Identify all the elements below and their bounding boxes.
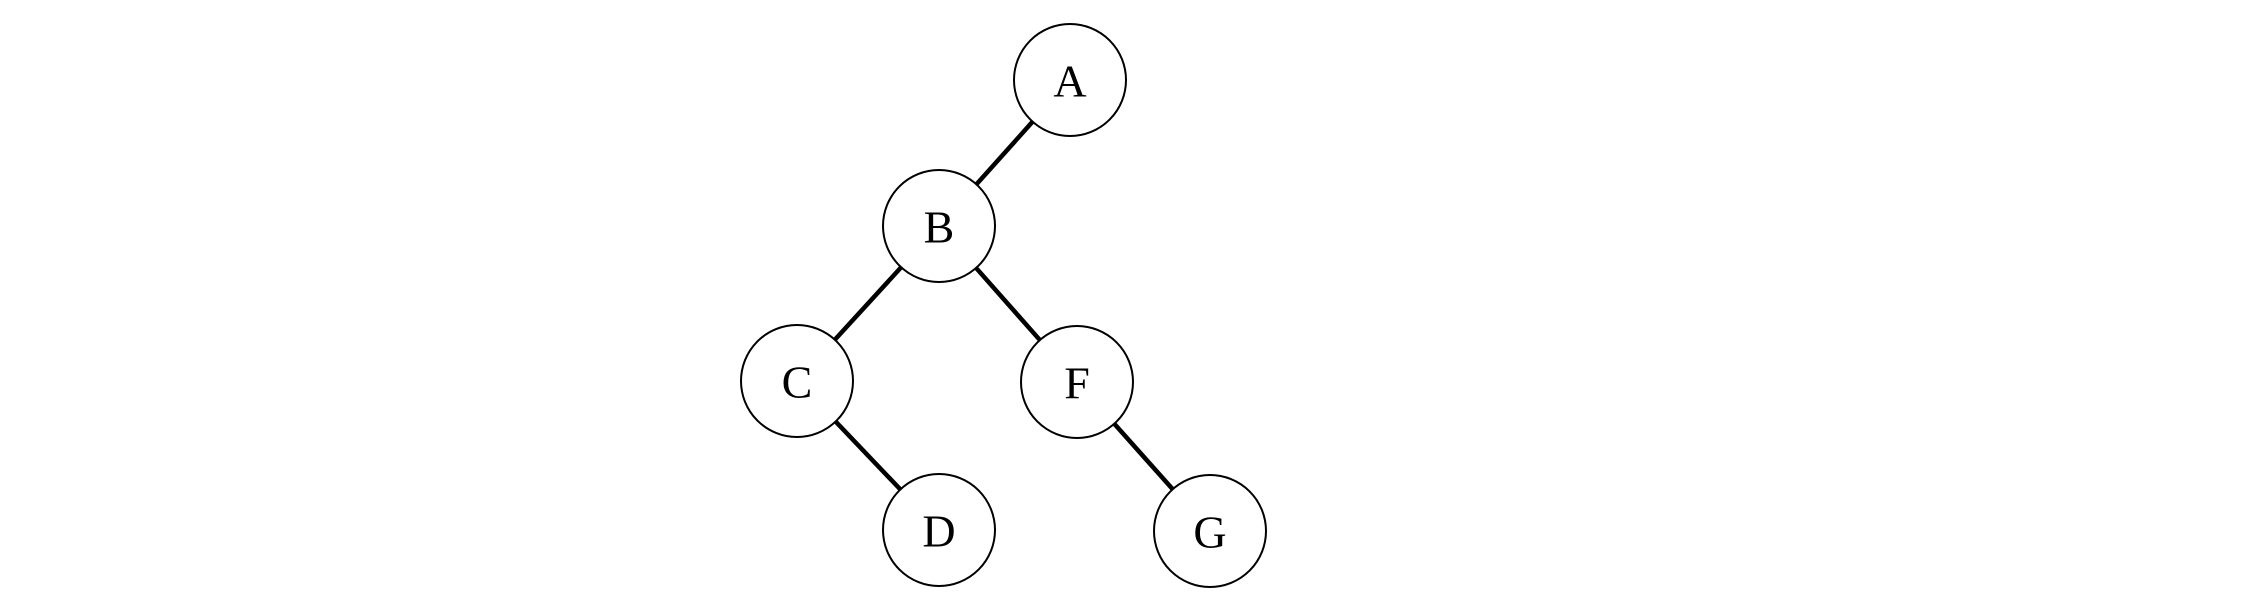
node-label-f: F — [1064, 358, 1090, 409]
graph-node-c[interactable]: C — [740, 324, 854, 438]
node-circle-g[interactable] — [1153, 474, 1267, 588]
graph-edge-f-g — [1112, 422, 1175, 491]
node-label-d: D — [922, 506, 955, 557]
node-label-c: C — [782, 357, 813, 408]
graph-edge-a-b — [974, 120, 1035, 186]
node-label-g: G — [1193, 507, 1226, 558]
graph-node-f[interactable]: F — [1020, 325, 1134, 439]
graph-edge-c-d — [834, 419, 902, 492]
node-circle-d[interactable] — [882, 473, 996, 587]
node-circle-c[interactable] — [740, 324, 854, 438]
graph-edge-b-f — [974, 266, 1042, 342]
node-circle-a[interactable] — [1013, 23, 1127, 137]
graph-node-a[interactable]: A — [1013, 23, 1127, 137]
node-circle-b[interactable] — [882, 169, 996, 283]
graph-node-g[interactable]: G — [1153, 474, 1267, 588]
node-circle-f[interactable] — [1020, 325, 1134, 439]
node-label-a: A — [1053, 56, 1086, 107]
graph-edge-b-c — [833, 265, 903, 342]
graph-node-b[interactable]: B — [882, 169, 996, 283]
graph-node-d[interactable]: D — [882, 473, 996, 587]
node-label-b: B — [924, 202, 955, 253]
edge-layer — [833, 120, 1175, 492]
node-layer: A B C F D G — [740, 23, 1267, 588]
